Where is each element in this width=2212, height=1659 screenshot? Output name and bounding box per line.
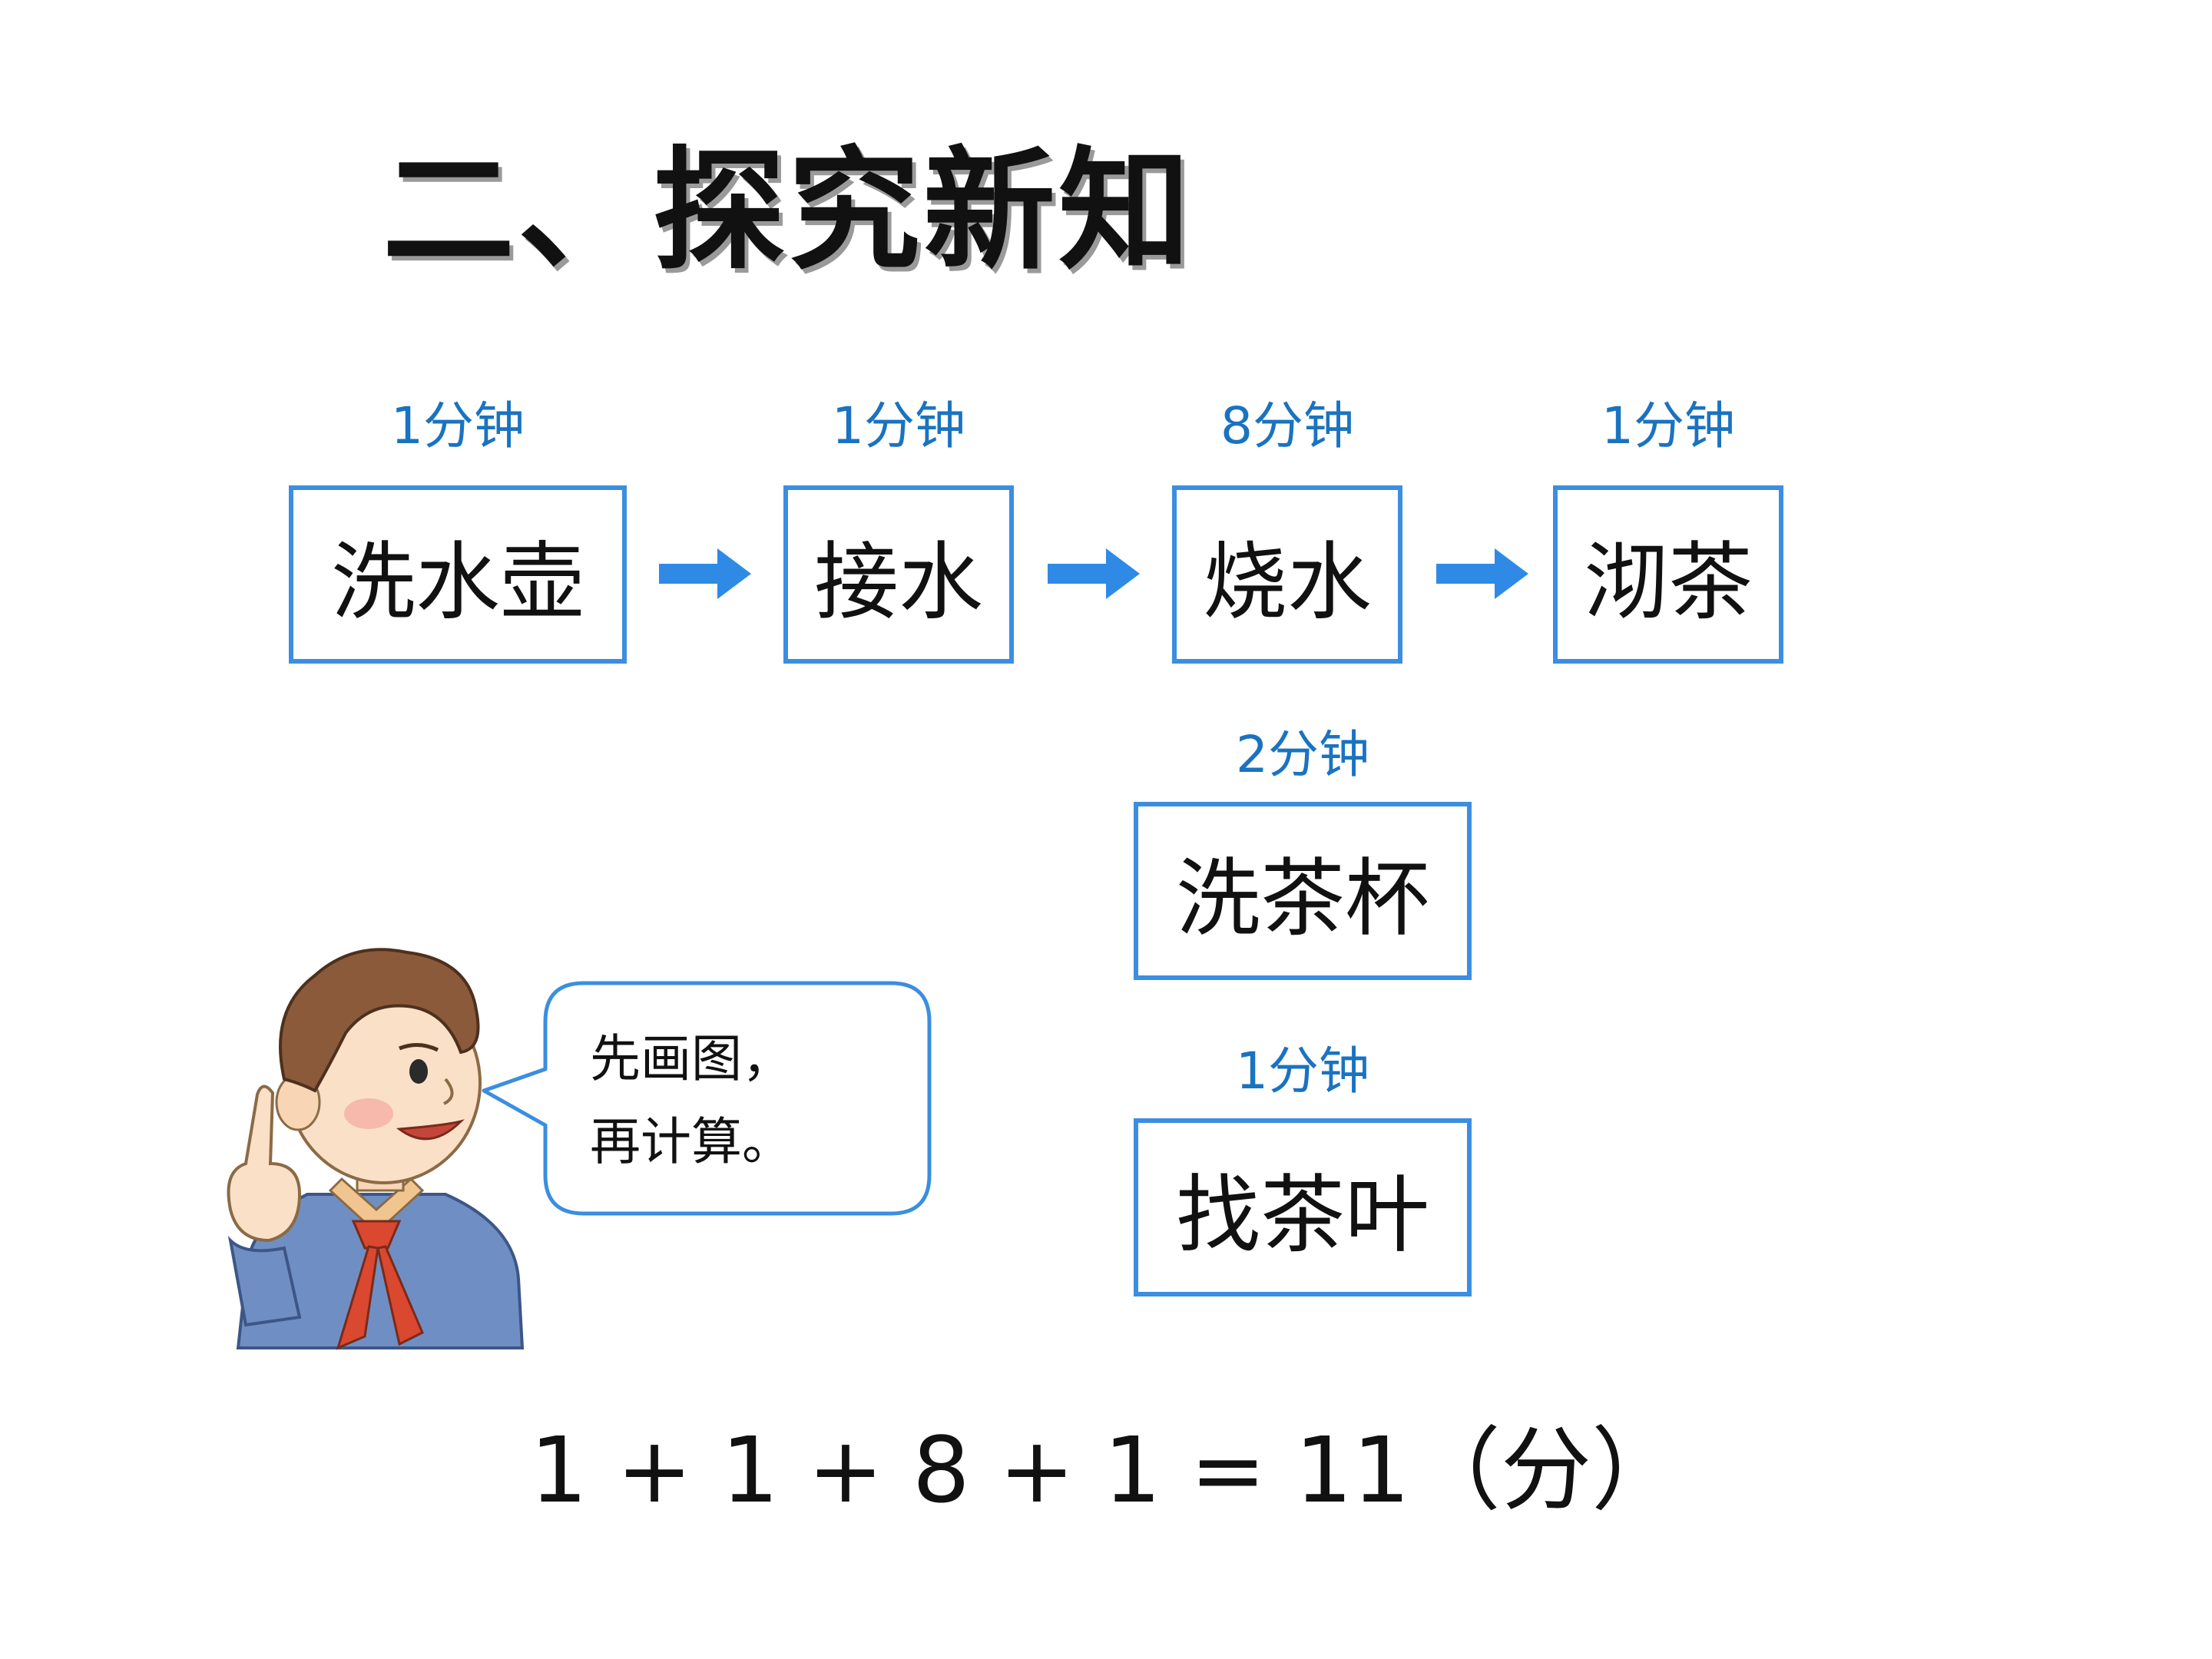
step-box-fetch-water: 接水	[783, 485, 1014, 664]
speech-line-2: 再计算。	[590, 1112, 793, 1171]
total-time-equation: 1 + 1 + 8 + 1 = 11（分）	[529, 1417, 1682, 1523]
step-box-find-tea-leaves: 找茶叶	[1134, 1118, 1472, 1296]
speech-line-1: 先画图，	[590, 1029, 793, 1088]
duration-label: 1分钟	[1236, 1041, 1369, 1101]
duration-label: 8分钟	[1220, 396, 1354, 455]
step-box-wash-kettle: 洗水壶	[289, 485, 627, 664]
right-arrow-icon	[1048, 548, 1140, 599]
duration-label: 2分钟	[1236, 725, 1369, 784]
duration-label: 1分钟	[1601, 396, 1735, 455]
step-box-make-tea: 沏茶	[1553, 485, 1783, 664]
speech-bubble	[482, 981, 932, 1216]
page-title: 二、探究新知	[382, 132, 1194, 288]
duration-label: 1分钟	[391, 396, 525, 455]
duration-label: 1分钟	[832, 396, 965, 455]
step-box-wash-cups: 洗茶杯	[1134, 802, 1472, 980]
speech-bubble-text: 先画图， 再计算。	[590, 1018, 793, 1184]
right-arrow-icon	[659, 548, 751, 599]
boy-pointing-icon	[227, 948, 525, 1350]
right-arrow-icon	[1436, 548, 1528, 599]
step-box-boil-water: 烧水	[1172, 485, 1402, 664]
